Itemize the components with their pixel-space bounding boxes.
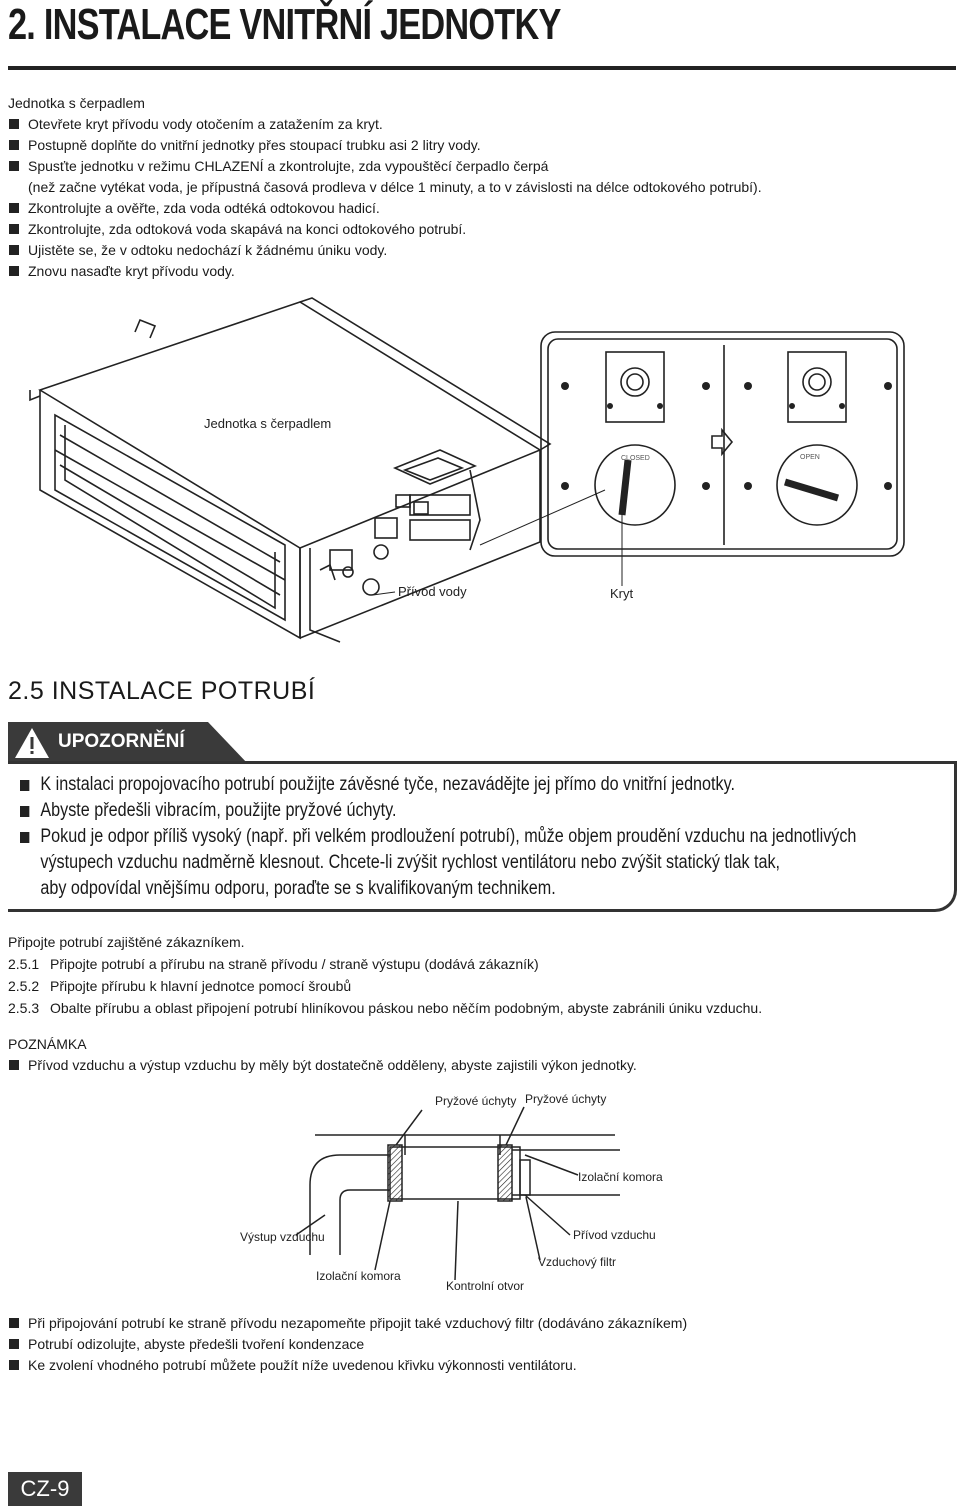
chamber-label: Izolační komora xyxy=(578,1170,663,1184)
water-inlet-label: Přívod vody xyxy=(398,584,467,599)
warning-item: K instalaci propojovacího potrubí použij… xyxy=(20,772,856,798)
warning-item: Pokud je odpor příliš vysoký (např. při … xyxy=(20,824,856,850)
inspection-label: Kontrolní otvor xyxy=(446,1279,524,1293)
bottom-notes: Při připojování potrubí ke straně přívod… xyxy=(8,1313,687,1376)
warning-header xyxy=(8,722,248,764)
pump-heading: Jednotka s čerpadlem xyxy=(8,95,145,111)
note-item: Při připojování potrubí ke straně přívod… xyxy=(8,1313,687,1334)
step-number: 2.5.1 xyxy=(8,956,40,972)
note-item: Ke zvolení vhodného potrubí můžete použí… xyxy=(8,1355,687,1376)
pump-step-continued: (než začne vytékat voda, je přípustná ča… xyxy=(28,179,762,195)
steps-section: Připojte potrubí zajištěné zákazníkem. 2… xyxy=(8,932,762,1019)
note-item: Potrubí odizolujte, abyste předešli tvoř… xyxy=(8,1334,687,1355)
note-section: POZNÁMKA Přívod vzduchu a výstup vzduchu… xyxy=(8,1034,637,1076)
duct-diagram: Pryžové úchyty Pryžové úchyty Izolační k… xyxy=(240,1092,663,1293)
pump-step: Spusťte jednotku v režimu CHLAZENÍ a zko… xyxy=(8,156,762,177)
valve-closed-label: CLOSED xyxy=(621,455,650,462)
warning-item-continued: výstupech vzduchu nadměrně klesnout. Chc… xyxy=(40,852,781,873)
pump-step: Zkontrolujte, zda odtoková voda skapává … xyxy=(8,219,762,240)
rubber-mount-label: Pryžové úchyty xyxy=(435,1094,516,1108)
page-title: 2. INSTALACE VNITŘNÍ JEDNOTKY xyxy=(8,0,561,49)
warning-top-rule xyxy=(8,761,954,764)
filter-label: Vzduchový filtr xyxy=(538,1255,616,1269)
section-heading: 2.5 INSTALACE POTRUBÍ xyxy=(8,677,316,705)
pump-step: Postupně doplňte do vnitřní jednotky pře… xyxy=(8,135,762,156)
pump-unit-figure: Jednotka s čerpadlem Přívod vody Kryt CL… xyxy=(29,297,905,643)
step-text: Obalte přírubu a oblast připojení potrub… xyxy=(50,1000,763,1016)
pump-step: Znovu nasaďte kryt přívodu vody. xyxy=(8,261,762,282)
warning-frame xyxy=(8,761,957,912)
warning-item: Abyste předešli vibracím, použijte pryžo… xyxy=(20,798,856,824)
rubber-mount-label: Pryžové úchyty xyxy=(525,1092,606,1106)
note-item: Přívod vzduchu a výstup vzduchu by měly … xyxy=(8,1055,637,1076)
step-text: Připojte přírubu k hlavní jednotce pomoc… xyxy=(50,978,352,994)
pump-section: Jednotka s čerpadlem Otevřete kryt přívo… xyxy=(8,93,762,282)
chamber-label: Izolační komora xyxy=(316,1269,401,1283)
warning-item-continued: aby odpovídal vnějšímu odporu, poraďte s… xyxy=(40,878,556,899)
warning-label: UPOZORNĚNÍ xyxy=(58,731,185,752)
step-text: Připojte potrubí a přírubu na straně pří… xyxy=(50,956,539,972)
unit-label: Jednotka s čerpadlem xyxy=(204,416,331,431)
air-outlet-label: Výstup vzduchu xyxy=(240,1230,325,1244)
steps-intro: Připojte potrubí zajištěné zákazníkem. xyxy=(8,934,245,950)
pump-step: Otevřete kryt přívodu vody otočením a za… xyxy=(8,114,762,135)
pump-step: Zkontrolujte a ověřte, zda voda odtéká o… xyxy=(8,198,762,219)
page-number: CZ-9 xyxy=(8,1472,82,1506)
title-divider xyxy=(8,66,956,70)
cover-label: Kryt xyxy=(610,586,634,601)
step-number: 2.5.2 xyxy=(8,978,40,994)
note-heading: POZNÁMKA xyxy=(8,1036,87,1052)
air-inlet-label: Přívod vzduchu xyxy=(573,1228,656,1242)
pump-step: Ujistěte se, že v odtoku nedochází k žád… xyxy=(8,240,762,261)
valve-open-label: OPEN xyxy=(800,454,820,461)
step-number: 2.5.3 xyxy=(8,1000,40,1016)
warning-list: K instalaci propojovacího potrubí použij… xyxy=(20,772,960,902)
